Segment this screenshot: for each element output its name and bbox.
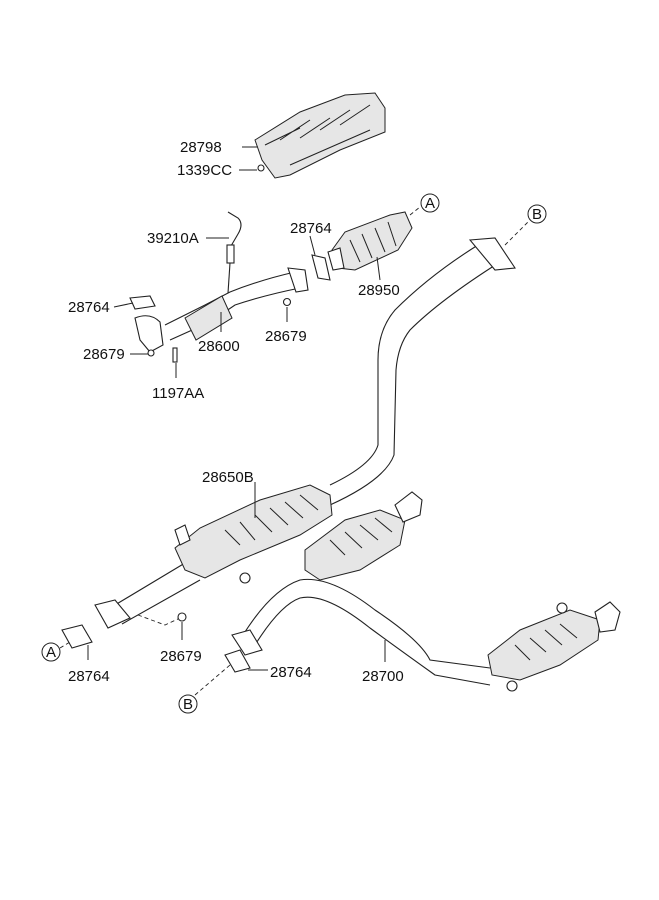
label-28764-rear: 28764: [270, 664, 312, 681]
label-28764-left: 28764: [68, 299, 110, 316]
oxygen-sensor-part: [226, 211, 242, 294]
gasket-part: [94, 599, 131, 629]
center-pipe-part: [114, 237, 516, 625]
label-1339cc: 1339CC: [177, 162, 232, 179]
ref-label-a-bottom: A: [46, 644, 56, 661]
nut-part: [257, 164, 265, 172]
label-28700: 28700: [362, 668, 404, 685]
heat-protector-part: [254, 92, 386, 179]
gasket-part: [311, 254, 331, 281]
gasket-part: [224, 649, 251, 673]
ref-label-b-top: B: [532, 206, 542, 223]
label-39210a: 39210A: [147, 230, 199, 247]
label-28650b: 28650B: [202, 469, 254, 486]
label-28764-cat: 28764: [290, 220, 332, 237]
catalytic-converter-part: [327, 211, 413, 271]
label-28764-center: 28764: [68, 668, 110, 685]
ref-circle-a-top: [420, 193, 440, 213]
label-28679-center: 28679: [160, 648, 202, 665]
label-28679-left: 28679: [83, 346, 125, 363]
gasket-part: [129, 295, 156, 310]
gasket-part: [61, 624, 93, 649]
front-pipe-part: [134, 267, 309, 363]
ref-label-a-top: A: [425, 195, 435, 212]
ref-label-b-bottom: B: [183, 696, 193, 713]
ref-circle-b-top: [527, 204, 547, 224]
label-28798: 28798: [180, 139, 222, 156]
rear-muffler-part: [231, 491, 621, 692]
center-muffler-part: [174, 484, 333, 584]
label-1197aa: 1197AA: [152, 385, 204, 402]
label-28600: 28600: [198, 338, 240, 355]
label-28679-right: 28679: [265, 328, 307, 345]
ref-circle-b-bottom: [178, 694, 198, 714]
ref-circle-a-bottom: [41, 642, 61, 662]
label-28950: 28950: [358, 282, 400, 299]
